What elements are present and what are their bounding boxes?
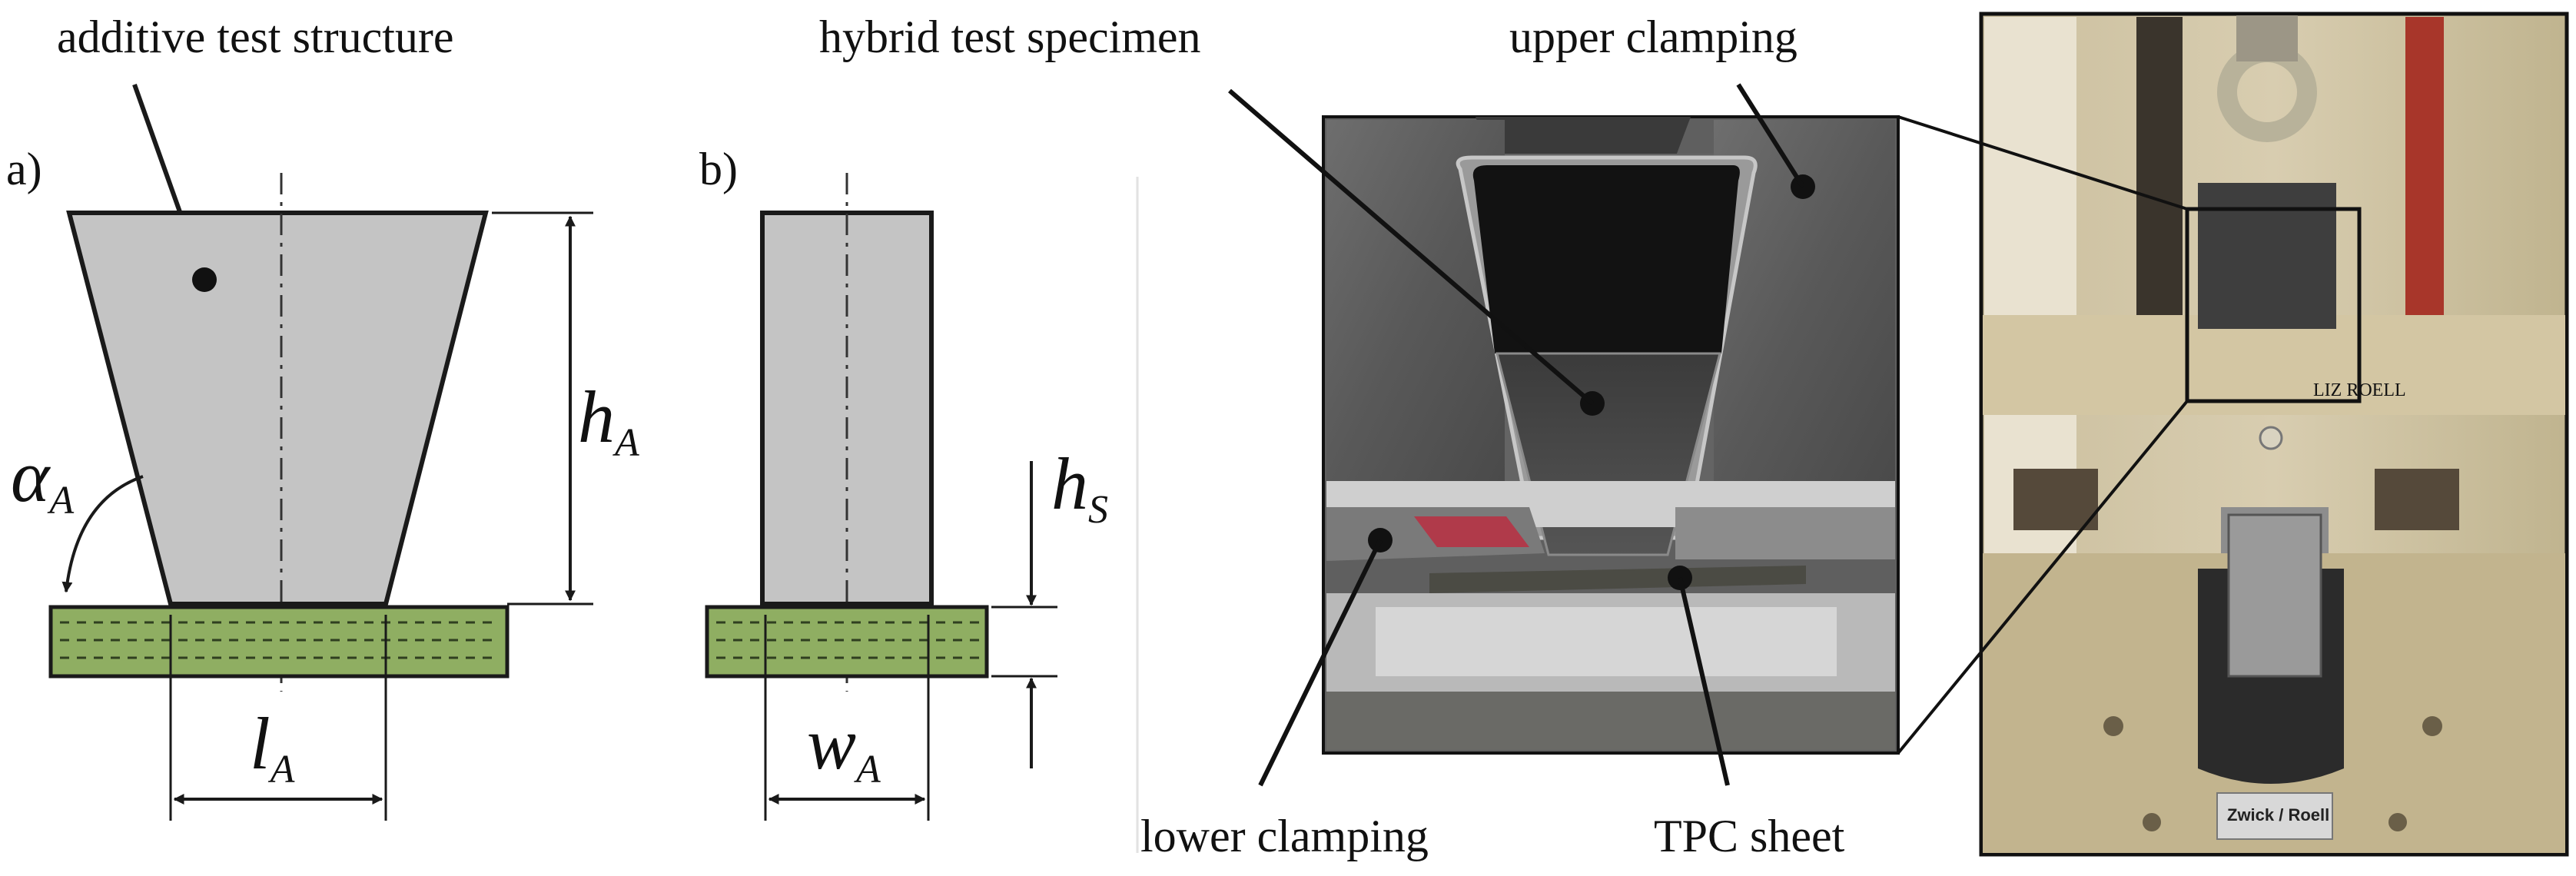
- leader-line-upper: [1736, 83, 1805, 188]
- tpc-sheet-photo: [1429, 566, 1806, 593]
- bolt-1: [2103, 716, 2123, 736]
- wA-label: wA: [807, 702, 881, 791]
- panel-a: a) additive test structure hA lA αA: [6, 12, 639, 821]
- zoom-connector-bottom: [1897, 400, 2189, 755]
- bolt-3: [2143, 813, 2161, 831]
- zoom-connector-top: [1897, 115, 2188, 211]
- hA-label: hA: [578, 376, 639, 465]
- hS-label: hS: [1051, 443, 1108, 532]
- machine-overview-photo: LIZ ROELL Zwick / Roell: [1979, 12, 2569, 857]
- column-left: [2136, 17, 2183, 347]
- specimen-dark-top: [1472, 165, 1740, 353]
- leader-dot-additive: [192, 267, 217, 292]
- fiber-dashes-a: [60, 621, 500, 659]
- column-right: [2405, 17, 2444, 347]
- red-part: [1414, 516, 1529, 547]
- bolt-5: [2259, 426, 2283, 450]
- lower-machine-bar: [1376, 607, 1837, 676]
- brand-plate: [2216, 792, 2333, 840]
- lower-clamping-label: lower clamping: [1140, 811, 1429, 861]
- hybrid-test-specimen-label: hybrid test specimen: [819, 12, 1201, 62]
- zoom-box: [2185, 207, 2362, 403]
- tpc-sheet-b: [705, 605, 989, 679]
- leader-line-specimen: [1228, 88, 1594, 406]
- lower-grip-front: [2227, 513, 2322, 678]
- base-plate: [1326, 692, 1895, 750]
- panel-b-label: b): [699, 144, 738, 194]
- brand-plate-text: Zwick / Roell: [2227, 805, 2329, 825]
- crosshead: [1983, 315, 2565, 415]
- spring-block-left: [2013, 469, 2098, 530]
- lower-clamp-right: [1675, 507, 1895, 559]
- upper-clamp-overview: [2198, 183, 2336, 329]
- clamp-closeup-photo: [1322, 115, 1900, 755]
- load-bar: [2236, 15, 2298, 61]
- tpc-sheet-a: [48, 605, 510, 679]
- leader-line-lower: [1258, 539, 1383, 787]
- alpha-arc: [61, 475, 144, 593]
- upper-clamping-label: upper clamping: [1509, 12, 1798, 62]
- bolt-4: [2388, 813, 2407, 831]
- panel-a-label: a): [6, 144, 42, 194]
- lA-label: lA: [250, 702, 295, 791]
- trapezoid-structure: [66, 211, 489, 606]
- leader-line-tpc: [1678, 577, 1730, 786]
- spring-block-right: [2375, 469, 2459, 530]
- top-bolt: [1476, 117, 1691, 165]
- panel-b: b) hS wA: [699, 144, 1108, 821]
- additive-test-structure-label: additive test structure: [57, 12, 454, 62]
- tpc-sheet-label: TPC sheet: [1654, 811, 1845, 861]
- bolt-2: [2422, 716, 2442, 736]
- alpha-label: αA: [11, 435, 74, 523]
